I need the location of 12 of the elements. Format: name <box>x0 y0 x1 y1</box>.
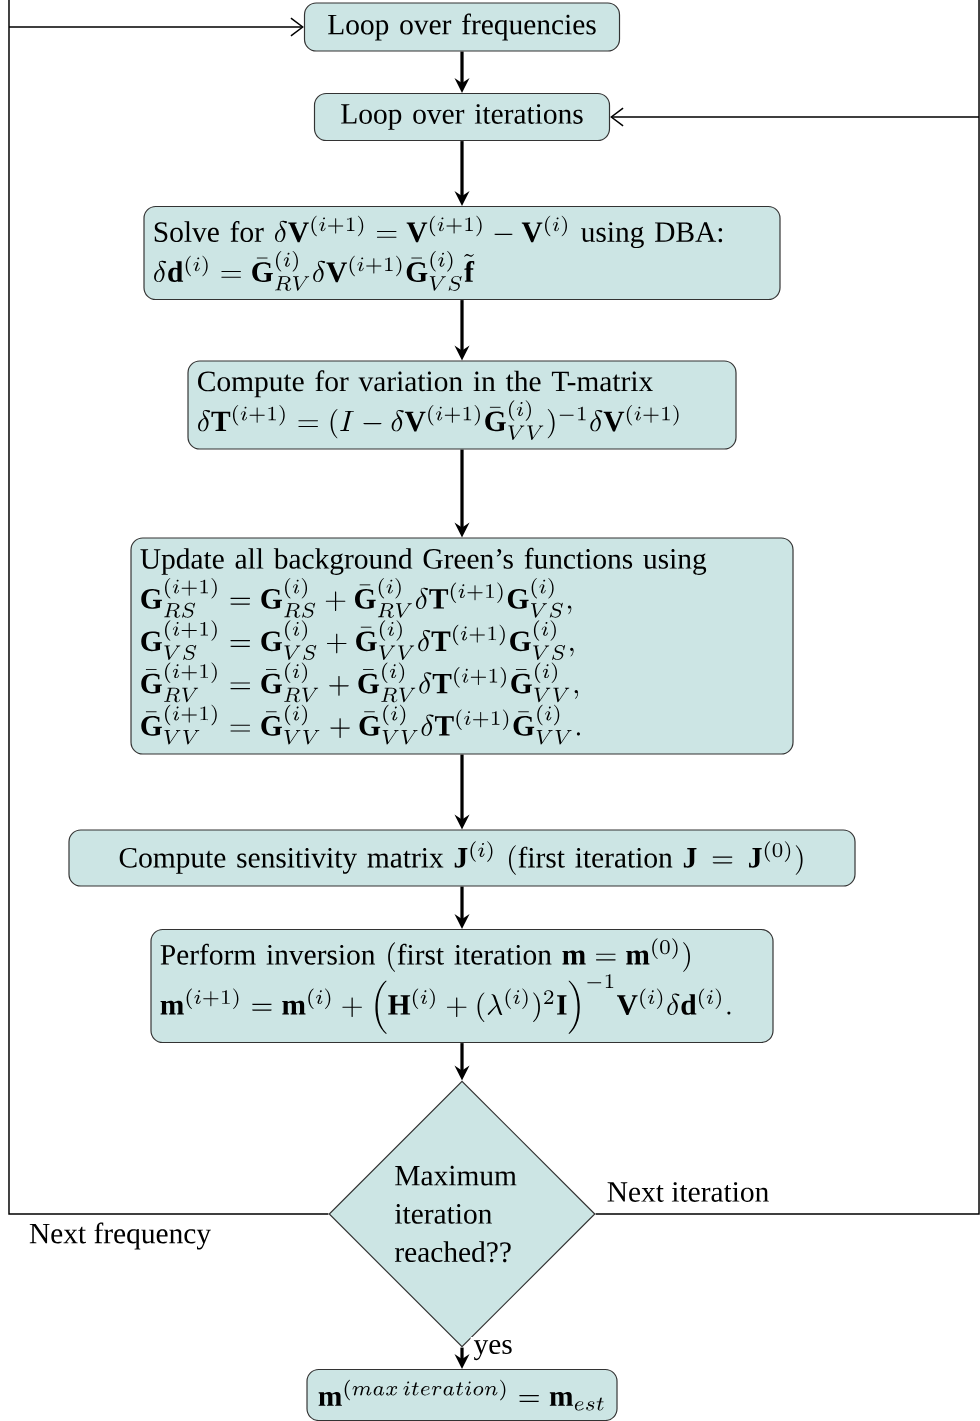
process-box: $\text{Perform inversion }(\text{first iteration }\mathbf{m}=\mathbf{m}^{(0)})$ $\mathbf{m}^{(i+1)}=\mathbf{m}^{(i)}+\Big(\mathbf{H}^{(i)}+(\lambda^{(i)})^2\mathbf{I}\Big)^{-1}\mathbf{V}^{(i)}\delta\mathbf{d}^{(i)}.$ <box>150 928 774 1044</box>
edge-label: Next frequency <box>29 1222 211 1250</box>
process-box: $\text{Update all background Green's functions using}$ $\mathbf{G}^{(i+1)}_{RS}=\mathbf{G}^{(i)}_{RS}+\bar{\mathbf{G}}^{(i)}_{RV}\delta\mathbf{T}^{(i+1)}\mathbf{G}^{(i)}_{VS},$ $\mathbf{G}^{(i+1)}_{VS}=\mathbf{G}^{(i)}_{VS}+\bar{\mathbf{G}}^{(i)}_{VV}\delta\mathbf{T}^{(i+1)}\mathbf{G}^{(i)}_{VS},$ $\bar{\mathbf{G}}^{(i+1)}_{RV}=\bar{\mathbf{G}}^{(i)}_{RV}+\bar{\mathbf{G}}^{(i)}_{RV}\delta\mathbf{T}^{(i+1)}\bar{\mathbf{G}}^{(i)}_{VV},$ $\bar{\mathbf{G}}^{(i+1)}_{VV}=\bar{\mathbf{G}}^{(i)}_{VV}+\bar{\mathbf{G}}^{(i)}_{VV}\delta\mathbf{T}^{(i+1)}\bar{\mathbf{G}}^{(i)}_{VV}.$ <box>130 537 794 755</box>
process-box: $\mathbf{m}^{(max\,iteration)}=\mathbf{m}_{est}$ <box>306 1368 618 1421</box>
process-box: $\text{Compute sensitivity matrix }\mathbf{J}^{(i)}\ (\text{first iteration }\mathbf{J}=\mathbf{J}^{(0)})$ <box>68 829 856 887</box>
process-box: $\text{Solve for }\delta\mathbf{V}^{(i+1)}=\mathbf{V}^{(i+1)}-\mathbf{V}^{(i)}\text{ using DBA:}$ $\delta\mathbf{d}^{(i)}=\bar{\mathbf{G}}^{(i)}_{RV}\delta\mathbf{V}^{(i+1)}\bar{\mathbf{G}}^{(i)}_{VS}\tilde{\mathbf{f}}$ <box>143 205 781 301</box>
edge-label: Next iteration <box>607 1182 769 1202</box>
process-box: Loop over frequencies <box>303 2 621 52</box>
process-box: Loop over iterations <box>313 92 611 142</box>
process-box: $\text{Compute for variation in the T-matrix}$ $\delta\mathbf{T}^{(i+1)}=(I-\delta\mathbf{V}^{(i+1)}\bar{\mathbf{G}}^{(i)}_{VV})^{-1}\delta\mathbf{V}^{(i+1)}$ <box>187 360 737 450</box>
arrow <box>594 0 980 1215</box>
arrow <box>8 0 330 1215</box>
